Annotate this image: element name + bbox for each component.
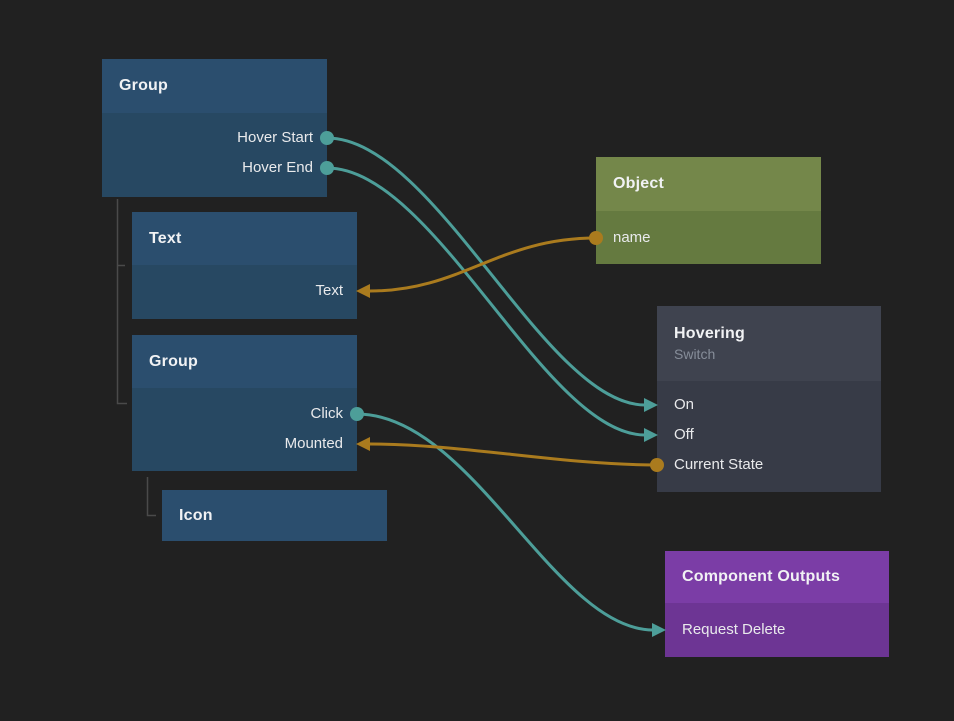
node-title: Hovering — [674, 325, 745, 342]
input-port-arrow-on — [644, 398, 658, 412]
port-mounted[interactable]: Mounted — [284, 435, 343, 452]
node-body: Hover Start Hover End — [102, 113, 327, 197]
connection-name-to-text[interactable] — [369, 236, 597, 293]
node-body: Request Delete — [665, 603, 889, 657]
node-body: name — [596, 211, 821, 264]
hierarchy-line-icon — [146, 477, 156, 517]
node-title: Group — [119, 77, 168, 94]
port-name[interactable]: name — [613, 229, 651, 246]
port-text[interactable]: Text — [315, 282, 343, 299]
input-port-arrow-request-delete — [652, 623, 666, 637]
node-component-outputs[interactable]: Component Outputs Request Delete — [665, 551, 889, 657]
input-port-arrow-mounted — [356, 437, 370, 451]
node-body: Text — [132, 265, 357, 319]
input-port-arrow-off — [644, 428, 658, 442]
node-header: Group — [102, 59, 327, 113]
input-port-arrow-text — [356, 284, 370, 298]
port-on[interactable]: On — [674, 396, 695, 413]
node-title: Object — [613, 175, 664, 192]
connection-click-to-request-delete[interactable] — [356, 412, 654, 632]
node-header: Icon — [162, 490, 387, 541]
port-hover-end[interactable]: Hover End — [242, 159, 313, 176]
connection-current-state-to-mounted[interactable] — [369, 442, 658, 467]
node-title: Icon — [179, 506, 213, 524]
port-current-state[interactable]: Current State — [674, 456, 764, 473]
node-object[interactable]: Object name — [596, 157, 821, 264]
node-header: Hovering Switch — [657, 306, 881, 381]
node-header: Group — [132, 335, 357, 388]
node-title: Text — [149, 229, 182, 247]
port-request-delete[interactable]: Request Delete — [682, 621, 786, 638]
hierarchy-line-group-children — [116, 199, 127, 405]
node-body: On Off Current State — [657, 381, 881, 492]
port-click[interactable]: Click — [310, 405, 344, 422]
node-group-2[interactable]: Group Click Mounted — [132, 335, 357, 471]
node-subtitle: Switch — [674, 346, 716, 362]
node-hovering-switch[interactable]: Hovering Switch On Off Current State — [657, 306, 881, 492]
node-body: Click Mounted — [132, 388, 357, 471]
node-text[interactable]: Text Text — [132, 212, 357, 319]
node-title: Group — [149, 352, 198, 370]
node-header: Component Outputs — [665, 551, 889, 603]
node-header: Text — [132, 212, 357, 265]
port-off[interactable]: Off — [674, 426, 694, 443]
node-icon[interactable]: Icon — [162, 490, 387, 541]
node-group-1[interactable]: Group Hover Start Hover End — [102, 59, 327, 197]
node-header: Object — [596, 157, 821, 211]
node-title: Component Outputs — [682, 568, 841, 585]
port-hover-start[interactable]: Hover Start — [237, 129, 313, 146]
